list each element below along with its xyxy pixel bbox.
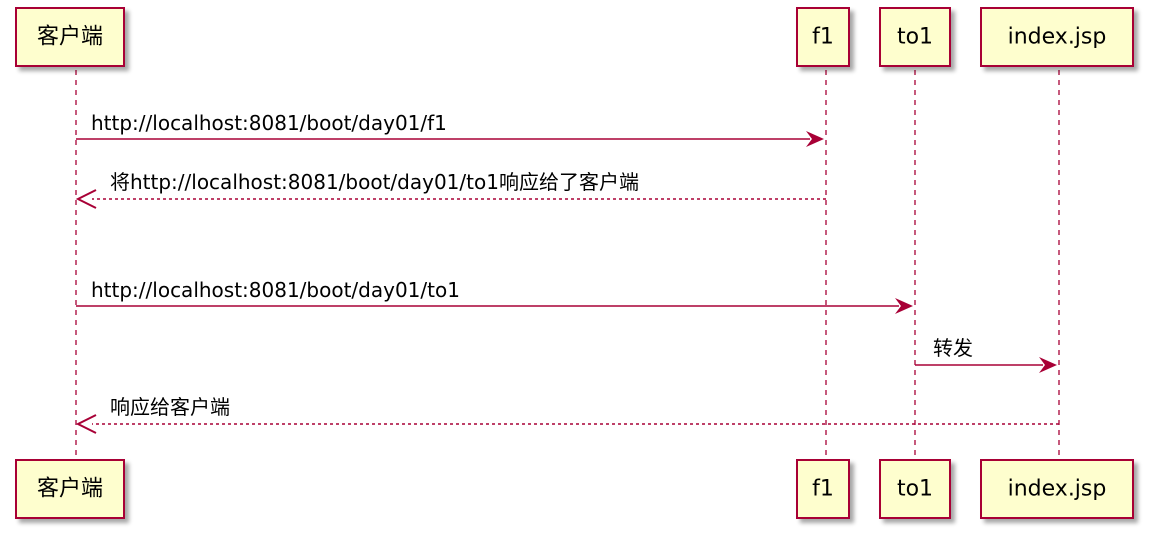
arrow-head-icon xyxy=(1039,357,1057,373)
message-label: http://localhost:8081/boot/day01/to1 xyxy=(91,278,460,302)
participant-to1-top: to1 xyxy=(879,7,951,67)
participant-label: index.jsp xyxy=(1008,25,1107,50)
message-label: http://localhost:8081/boot/day01/f1 xyxy=(91,111,447,135)
participant-label: f1 xyxy=(812,25,834,50)
participant-index-bottom: index.jsp xyxy=(980,459,1134,519)
message-2: 将http://localhost:8081/boot/day01/to1响应给… xyxy=(75,170,826,209)
message-4: 转发 xyxy=(915,336,1057,373)
participant-label: index.jsp xyxy=(1008,477,1107,502)
message-label: 转发 xyxy=(933,336,973,360)
participant-label: to1 xyxy=(897,477,933,502)
message-label: 响应给客户端 xyxy=(110,395,230,419)
participant-client-top: 客户端 xyxy=(15,7,125,67)
arrow-head-icon xyxy=(895,298,913,314)
participant-to1-bottom: to1 xyxy=(879,459,951,519)
participant-f1-bottom: f1 xyxy=(796,459,850,519)
participant-client-bottom: 客户端 xyxy=(15,459,125,519)
arrow-head-icon xyxy=(806,131,824,147)
participant-f1-top: f1 xyxy=(796,7,850,67)
arrow-head-icon xyxy=(75,189,97,209)
lifelines xyxy=(75,70,1060,460)
arrow-head-icon xyxy=(75,414,97,434)
participant-index-top: index.jsp xyxy=(980,7,1134,67)
message-3: http://localhost:8081/boot/day01/to1 xyxy=(76,278,913,314)
participant-label: 客户端 xyxy=(37,25,103,50)
participant-label: to1 xyxy=(897,25,933,50)
participant-label: 客户端 xyxy=(37,477,103,502)
message-5: 响应给客户端 xyxy=(75,395,1059,434)
message-label: 将http://localhost:8081/boot/day01/to1响应给… xyxy=(110,170,639,194)
message-1: http://localhost:8081/boot/day01/f1 xyxy=(76,111,824,147)
participant-label: f1 xyxy=(812,477,834,502)
